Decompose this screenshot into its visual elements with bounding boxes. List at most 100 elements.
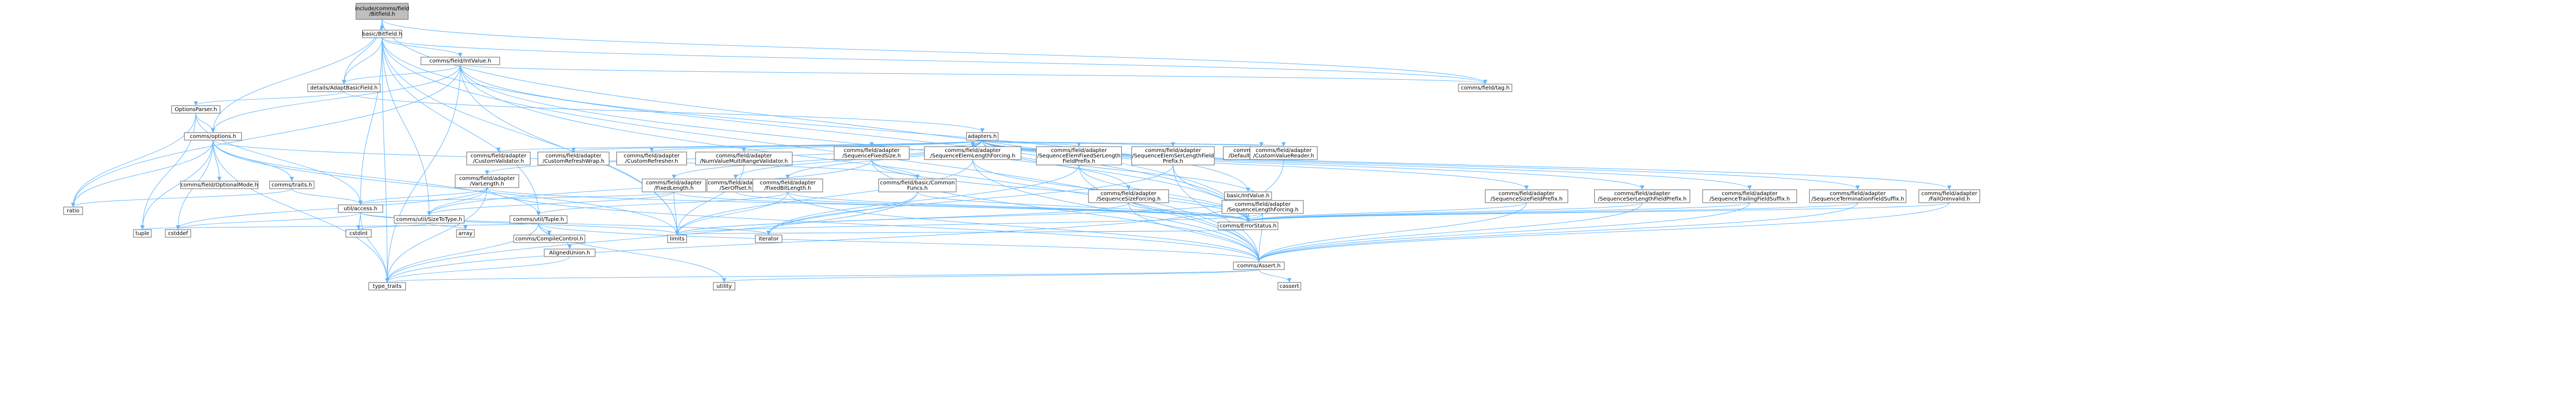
node-fieldtag[interactable]: comms/field/tag.h bbox=[1458, 84, 1512, 92]
node-fixedbitlength[interactable]: comms/field/adapter/FixedBitLength.h bbox=[752, 178, 823, 192]
node-seqserlenfieldprefix[interactable]: comms/field/adapter/SequenceSerLengthFie… bbox=[1594, 189, 1690, 203]
node-label: comms/options.h bbox=[190, 134, 236, 140]
edge-options-to-ratio bbox=[71, 140, 213, 207]
node-label: /VarLength.h bbox=[470, 181, 504, 187]
node-access[interactable]: util/access.h bbox=[338, 204, 383, 213]
edge-failoninvalid-to-errorstatus bbox=[1246, 202, 1950, 222]
node-seqelemlenforcing[interactable]: comms/field/adapter/SequenceElemLengthFo… bbox=[924, 146, 1022, 160]
node-customrefreshwrap[interactable]: comms/field/adapter/CustomRefreshWrap.h bbox=[537, 151, 609, 165]
edge-seqsizeforcing-to-errorstatus bbox=[1128, 202, 1251, 222]
node-optionsparse[interactable]: OptionsParser.h bbox=[171, 105, 220, 114]
edge-adapters-to-numvaluemulti bbox=[741, 140, 983, 152]
node-options[interactable]: comms/options.h bbox=[184, 132, 242, 141]
node-label: comms/CompileControl.h bbox=[515, 236, 583, 242]
node-cstdint[interactable]: cstdint bbox=[345, 229, 372, 238]
node-box bbox=[338, 204, 383, 213]
node-label: /SequenceElemSerLengthField bbox=[1132, 153, 1214, 159]
node-limits[interactable]: limits bbox=[667, 234, 687, 243]
node-utility[interactable]: utility bbox=[713, 282, 735, 291]
node-label: /SequenceElemLengthForcing.h bbox=[930, 153, 1015, 159]
edge-fixedlength-to-sizetotype bbox=[427, 191, 675, 216]
node-box bbox=[537, 151, 609, 165]
node-errorstatus[interactable]: comms/ErrorStatus.h bbox=[1218, 222, 1279, 230]
node-seqsizeforcing[interactable]: comms/field/adapter/SequenceSizeForcing.… bbox=[1088, 189, 1169, 203]
node-failoninvalid[interactable]: comms/field/adapter/FailOnInvalid.h bbox=[1918, 189, 1981, 203]
node-label: cstdint bbox=[350, 231, 368, 237]
node-box bbox=[1458, 84, 1512, 92]
edge-fixedlength-to-access bbox=[358, 191, 675, 205]
edge-adapters-to-seqtrailingsuffix bbox=[982, 140, 1752, 190]
edge-sizetotype-to-cstdint bbox=[356, 223, 429, 230]
edge-basic_bitfield-to-utiltuple bbox=[381, 37, 541, 216]
edge-basic_intvalue-to-limits bbox=[675, 199, 1248, 235]
node-traits[interactable]: comms/traits.h bbox=[269, 181, 315, 189]
node-label: /SequenceSerLengthFieldPrefix.h bbox=[1598, 196, 1687, 202]
node-adaptbasic[interactable]: details/AdaptBasicField.h bbox=[307, 84, 381, 92]
node-iterator[interactable]: iterator bbox=[755, 234, 782, 243]
node-root[interactable]: include/comms/field/Bitfield.h bbox=[355, 3, 409, 20]
node-seqelemserlen[interactable]: comms/field/adapter/SequenceElemSerLengt… bbox=[1131, 146, 1215, 165]
node-adapters[interactable]: adapters.h bbox=[966, 132, 999, 141]
node-label: comms/field/adapter bbox=[945, 148, 1002, 154]
edge-traits-to-ratio bbox=[71, 188, 293, 207]
node-label: comms/field/adapter bbox=[459, 176, 516, 182]
node-basic_intvalue[interactable]: basic/IntValue.h bbox=[1224, 191, 1272, 200]
node-seqlenforcing[interactable]: comms/field/adapter/SequenceLengthForcin… bbox=[1221, 200, 1304, 214]
edge-intvalue-to-ratio bbox=[71, 64, 461, 207]
edge-seqsizefieldprefix-to-errorstatus bbox=[1246, 202, 1527, 222]
node-compilecontrol[interactable]: comms/CompileControl.h bbox=[513, 234, 586, 243]
node-label: comms/field/OptionalMode.h bbox=[180, 182, 258, 188]
node-cassert[interactable]: cassert bbox=[1277, 282, 1301, 291]
node-array[interactable]: array bbox=[456, 229, 475, 238]
node-seqterminationsuffix[interactable]: comms/field/adapter/SequenceTerminationF… bbox=[1809, 189, 1907, 203]
node-seqelemfixedseqlen[interactable]: comms/field/adapter/SequenceElemFixedSer… bbox=[1036, 146, 1122, 165]
node-varlength[interactable]: comms/field/adapter/VarLength.h bbox=[455, 174, 519, 188]
edge-assert-to-type_traits bbox=[385, 269, 1259, 282]
node-box bbox=[667, 234, 687, 243]
node-numvaluemulti[interactable]: comms/field/adapter/NumValueMultiRangeVa… bbox=[695, 151, 793, 165]
node-box bbox=[1218, 222, 1279, 230]
node-customvaluereader[interactable]: comms/field/adapter/CustomValueReader.h bbox=[1249, 146, 1318, 160]
node-optionalmode[interactable]: comms/field/OptionalMode.h bbox=[180, 181, 259, 189]
node-box bbox=[345, 229, 372, 238]
node-intvalue[interactable]: comms/field/IntValue.h bbox=[420, 57, 500, 65]
node-box bbox=[509, 215, 568, 224]
node-box bbox=[544, 249, 595, 257]
node-box bbox=[834, 146, 909, 160]
node-box bbox=[1221, 200, 1304, 214]
node-customvalidator[interactable]: comms/field/adapter/CustomValidator.h bbox=[466, 151, 531, 165]
node-seqtrailingsuffix[interactable]: comms/field/adapter/SequenceTrailingFiel… bbox=[1702, 189, 1797, 203]
node-label: /FixedLength.h bbox=[654, 185, 693, 191]
edge-basic_bitfield-to-assert bbox=[381, 37, 1261, 262]
edge-root-to-fieldtag bbox=[381, 19, 1488, 84]
node-label: array bbox=[459, 231, 473, 237]
node-label: util/access.h bbox=[344, 206, 377, 212]
node-customrefresher[interactable]: comms/field/adapter/CustomRefresher.h bbox=[616, 151, 687, 165]
node-label: /NumValueMultiRangeValidator.h bbox=[700, 158, 788, 164]
node-type_traits[interactable]: type_traits bbox=[368, 282, 406, 291]
edge-failoninvalid-to-assert bbox=[1256, 202, 1950, 262]
node-label: comms/field/adapter bbox=[1721, 191, 1778, 197]
node-alignedunion[interactable]: AlignedUnion.h bbox=[544, 249, 595, 257]
edge-commonfuncs-to-iterator bbox=[766, 191, 918, 235]
edge-basic_bitfield-to-errorstatus bbox=[381, 37, 1251, 222]
node-box bbox=[420, 57, 500, 65]
node-tuple[interactable]: tuple bbox=[133, 229, 152, 238]
edge-seqtrailingsuffix-to-errorstatus bbox=[1246, 202, 1750, 222]
node-seqfixedsize[interactable]: comms/field/adapter/SequenceFixedSize.h bbox=[834, 146, 909, 160]
node-cstddef[interactable]: cstddef bbox=[165, 229, 191, 238]
node-utiltuple[interactable]: comms/util/Tuple.h bbox=[509, 215, 568, 224]
node-basic_bitfield[interactable]: basic/Bitfield.h bbox=[362, 30, 402, 38]
edge-assert-to-cassert bbox=[1258, 269, 1292, 282]
node-assert[interactable]: comms/Assert.h bbox=[1233, 261, 1285, 270]
node-seqsizefieldprefix[interactable]: comms/field/adapter/SequenceSizeFieldPre… bbox=[1484, 189, 1568, 203]
node-box bbox=[966, 132, 999, 141]
node-sizetotype[interactable]: comms/util/SizeToType.h bbox=[394, 215, 464, 224]
node-fixedlength[interactable]: comms/field/adapter/FixedLength.h bbox=[642, 178, 706, 192]
node-label: /FixedBitLength.h bbox=[765, 185, 811, 191]
node-label: comms/Assert.h bbox=[1237, 263, 1281, 269]
node-ratio[interactable]: ratio bbox=[63, 206, 83, 215]
node-label: comms/field/adapter bbox=[1101, 191, 1157, 197]
node-box bbox=[466, 151, 531, 165]
